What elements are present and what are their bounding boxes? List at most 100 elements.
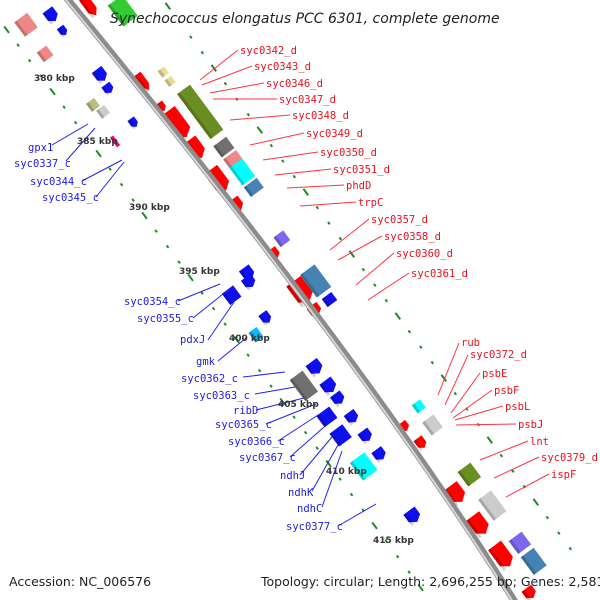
tick-mark: [233, 335, 240, 344]
gene-block-shape: [411, 399, 426, 414]
tick-mark: [292, 174, 297, 179]
tick-mark: [164, 2, 172, 10]
gene-label[interactable]: gpx1: [28, 142, 53, 154]
gene-label[interactable]: syc0347_d: [279, 94, 336, 106]
gene-label[interactable]: syc0348_d: [292, 110, 349, 122]
gene-arrow: [413, 435, 427, 451]
tick-mark: [327, 221, 331, 225]
gene-arrow: [240, 273, 256, 291]
gene-label[interactable]: syc0354_c: [124, 296, 181, 308]
map-title: Synechococcus elongatus PCC 6301, comple…: [110, 11, 500, 27]
gene-block-shape: [316, 406, 338, 428]
gene-shadow: [109, 135, 120, 148]
leader-line: [81, 159, 123, 182]
gene-label[interactable]: pdxJ: [180, 334, 205, 346]
gene-label[interactable]: syc0350_d: [320, 147, 377, 159]
gene-label[interactable]: lnt: [530, 436, 549, 448]
leader-line: [65, 127, 96, 162]
gene-label[interactable]: ndhC: [297, 503, 322, 515]
gene-label[interactable]: gmk: [196, 356, 216, 368]
gene-label[interactable]: syc0351_d: [333, 164, 390, 176]
gene-shadow: [357, 432, 368, 445]
gene-label[interactable]: syc0372_d: [470, 349, 527, 361]
tick-mark: [568, 546, 573, 551]
gene-label[interactable]: ribD: [233, 405, 258, 417]
tick-mark: [154, 229, 158, 233]
leader-line: [199, 49, 239, 81]
leader-line: [367, 272, 410, 301]
gene-label[interactable]: phdD: [346, 180, 371, 192]
gene-label[interactable]: psbJ: [518, 419, 543, 431]
kbp-label: 415 kbp: [373, 536, 414, 546]
leader-line: [444, 354, 469, 406]
gene-block: [349, 452, 378, 481]
gene-label[interactable]: syc0379_d: [541, 452, 598, 464]
gene-block: [223, 149, 244, 170]
gene-arrow-shape: [305, 357, 323, 374]
tick-mark: [39, 74, 43, 78]
leader-line: [249, 132, 305, 146]
gene-label[interactable]: ispF: [551, 469, 576, 481]
gene-arrow: [305, 357, 323, 378]
genome-backbone: [63, 0, 518, 600]
tick-mark: [257, 368, 262, 373]
tick-mark: [3, 25, 10, 34]
kbp-labels: 380 kbp 385 kbp 390 kbp 395 kbp 400 kbp …: [34, 74, 414, 546]
leader-line: [479, 440, 529, 461]
gene-shadow: [329, 431, 342, 447]
gene-arrow-shape: [371, 446, 386, 460]
gene-label[interactable]: syc0365_c: [215, 419, 272, 431]
gene-label[interactable]: syc0346_d: [266, 78, 323, 90]
gene-label[interactable]: psbL: [505, 401, 530, 413]
gene-label[interactable]: syc0357_d: [371, 214, 428, 226]
gene-label[interactable]: rub: [461, 337, 480, 349]
accession-text: Accession: NC_006576: [9, 574, 151, 589]
gene-arrow: [403, 506, 421, 527]
gene-block: [177, 84, 224, 140]
leader-line: [450, 372, 481, 414]
gene-label[interactable]: ndhK: [288, 487, 314, 499]
gene-arrow: [101, 81, 114, 96]
gene-label[interactable]: syc0355_c: [137, 313, 194, 325]
gene-label[interactable]: syc0343_d: [254, 61, 311, 73]
gene-label[interactable]: syc0362_c: [181, 373, 238, 385]
tick-mark: [315, 446, 319, 450]
leader-line: [493, 456, 540, 479]
gene-label[interactable]: syc0345_c: [42, 192, 99, 204]
gene-label[interactable]: syc0361_d: [411, 268, 468, 280]
gene-shadow: [413, 439, 424, 451]
tick-mark: [210, 64, 218, 72]
gene-label[interactable]: syc0377_c: [286, 521, 343, 533]
tick-mark: [16, 43, 20, 47]
gene-arrow-shape: [466, 511, 489, 534]
gene-shadow: [36, 50, 47, 63]
gene-label[interactable]: syc0366_c: [228, 436, 285, 448]
gene-label[interactable]: syc0363_c: [193, 390, 250, 402]
gene-label[interactable]: syc0349_d: [306, 128, 363, 140]
tick-mark: [440, 374, 448, 382]
gene-block-shape: [349, 452, 378, 481]
tick-mark: [223, 81, 228, 86]
gene-label[interactable]: trpC: [358, 197, 383, 209]
gene-label[interactable]: syc0360_d: [396, 248, 453, 260]
gene-label[interactable]: ndhJ: [280, 470, 305, 482]
gene-block: [96, 104, 111, 119]
gene-label[interactable]: psbE: [482, 368, 507, 380]
gene-block: [457, 462, 482, 487]
gene-block: [316, 406, 338, 428]
gene-block: [229, 158, 256, 186]
gene-label[interactable]: syc0342_d: [240, 45, 297, 57]
gene-label[interactable]: syc0358_d: [384, 231, 441, 243]
gene-arrow: [521, 584, 536, 600]
gene-arrow-shape: [329, 390, 345, 404]
tick-mark: [27, 58, 32, 63]
gene-arrow: [357, 427, 372, 445]
gene-label[interactable]: syc0344_c: [30, 176, 87, 188]
gene-label[interactable]: psbF: [494, 385, 519, 397]
tick-mark: [338, 236, 343, 241]
gene-label[interactable]: syc0367_c: [239, 452, 296, 464]
gene-block-shape: [508, 531, 532, 554]
gene-arrow-shape: [403, 506, 421, 523]
forward-gene-labels: syc0342_d syc0343_d syc0346_d syc0347_d …: [240, 45, 598, 481]
gene-label[interactable]: syc0337_c: [14, 158, 71, 170]
